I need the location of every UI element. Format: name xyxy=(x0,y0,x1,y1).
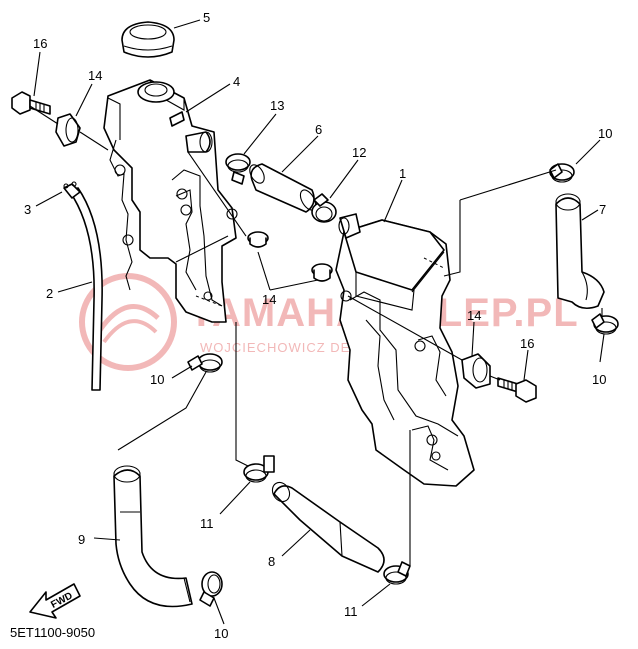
clamp-11-left xyxy=(243,455,275,483)
breather-hose xyxy=(63,181,103,391)
filler-neck xyxy=(137,81,175,103)
callout-6: 6 xyxy=(315,122,322,137)
callout-12: 12 xyxy=(352,145,366,160)
callout-5: 5 xyxy=(203,10,210,25)
diagram-code: 5ET1100-9050 xyxy=(10,625,95,640)
callout-15: 14 xyxy=(262,292,276,307)
clamp-12 xyxy=(311,193,337,223)
hose-upper xyxy=(249,163,317,213)
callout-14-left: 14 xyxy=(88,68,102,83)
callout-13: 13 xyxy=(270,98,284,113)
collar-15-lower xyxy=(311,263,333,282)
callout-9: 9 xyxy=(78,532,85,547)
callout-labels: 16 14 5 4 13 6 12 1 10 7 3 2 14 14 16 10… xyxy=(24,10,612,641)
callout-leaders xyxy=(33,19,605,625)
radiator-cap xyxy=(121,21,175,58)
collar-15-upper xyxy=(247,231,269,248)
callout-8: 8 xyxy=(268,554,275,569)
callout-10-right-lower: 10 xyxy=(592,372,606,387)
fwd-arrow: FWD xyxy=(29,583,81,619)
clamp-10-bottom xyxy=(199,571,223,607)
bolt-left xyxy=(11,91,51,115)
callout-16-right: 16 xyxy=(520,336,534,351)
callout-10-bottom: 10 xyxy=(214,626,228,641)
callout-14-right: 14 xyxy=(467,308,481,323)
callout-11-left: 11 xyxy=(200,516,214,531)
hose-9 xyxy=(113,465,193,608)
radiator-left xyxy=(103,79,238,323)
callout-16-left: 16 xyxy=(33,36,47,51)
callout-2: 2 xyxy=(46,286,53,301)
hose-7 xyxy=(555,193,605,310)
clamp-11-right xyxy=(383,561,411,585)
callout-1: 1 xyxy=(399,166,406,181)
alignment-lines xyxy=(29,105,603,566)
clamp-10-right-top xyxy=(549,163,575,183)
bolt-right xyxy=(497,377,537,403)
callout-7: 7 xyxy=(599,202,606,217)
fwd-label: FWD xyxy=(49,590,74,610)
grommet-right xyxy=(461,353,491,389)
callout-11-right: 11 xyxy=(344,604,358,619)
watermark-logo-icon xyxy=(79,273,177,371)
clamp-13 xyxy=(225,153,251,185)
clamp-10-left xyxy=(187,353,223,373)
grommet-left xyxy=(55,113,81,147)
hose-8 xyxy=(271,481,385,573)
clamp-10-right-lower xyxy=(591,313,619,335)
callout-10-right-top: 10 xyxy=(598,126,612,141)
watermark: YAMAHA-SKLEP.PL WOJCIECHOWICZ DEALER YAM… xyxy=(79,273,578,371)
callout-3: 3 xyxy=(24,202,31,217)
callout-10-left: 10 xyxy=(150,372,164,387)
radiator-right xyxy=(335,213,475,487)
callout-4: 4 xyxy=(233,74,240,89)
